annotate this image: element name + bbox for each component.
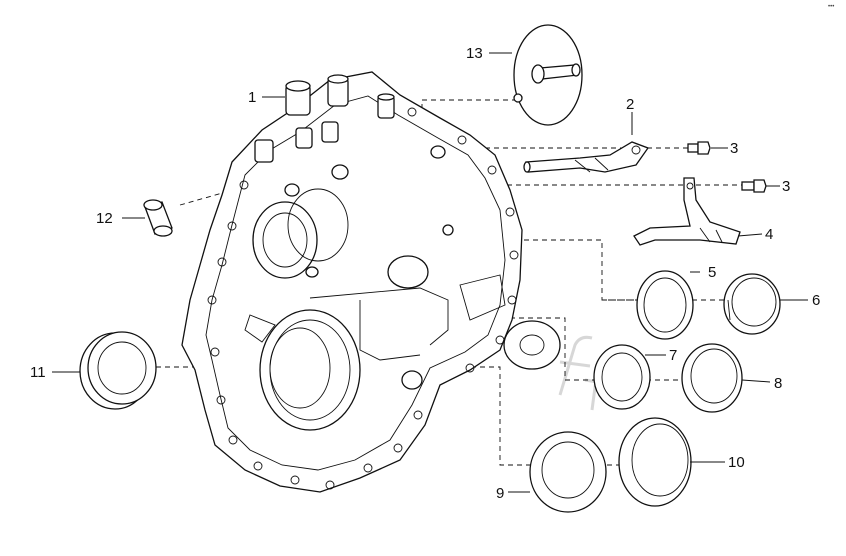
washer-center [503, 320, 561, 370]
cup-part-10 [618, 417, 692, 507]
callout-5: 5 [708, 264, 716, 281]
callout-9: 9 [496, 485, 504, 502]
sleeve-part-12 [143, 199, 173, 237]
callout-2: 2 [626, 96, 634, 113]
ring-part-9 [529, 431, 607, 513]
corner-mark: ••• [828, 4, 834, 10]
callout-13: 13 [466, 45, 483, 62]
housing-part-1 [181, 71, 523, 493]
callout-labels: 1 2 3 3 4 5 6 7 8 9 10 11 12 13 [30, 45, 820, 502]
callout-10: 10 [728, 454, 745, 471]
callout-3-lower: 3 [782, 178, 790, 195]
callout-7: 7 [669, 347, 677, 364]
seal-part-11 [79, 331, 157, 410]
bracket-part-4 [633, 177, 741, 246]
ring-part-5 [636, 270, 694, 340]
callout-6: 6 [812, 292, 820, 309]
bolt-part-3-lower [741, 179, 767, 193]
callout-4: 4 [765, 226, 773, 243]
bolt-part-3-upper [687, 141, 711, 155]
ring-part-7 [593, 344, 651, 410]
callout-1: 1 [248, 89, 256, 106]
callout-12: 12 [96, 210, 113, 227]
callout-8: 8 [774, 375, 782, 392]
cup-part-6 [723, 273, 781, 335]
callout-11: 11 [30, 364, 46, 381]
callout-3-upper: 3 [730, 140, 738, 157]
leader-lines [52, 52, 808, 493]
cover-disc-part-13 [513, 24, 583, 126]
cup-part-8 [681, 343, 743, 413]
lever-part-2 [523, 141, 650, 173]
